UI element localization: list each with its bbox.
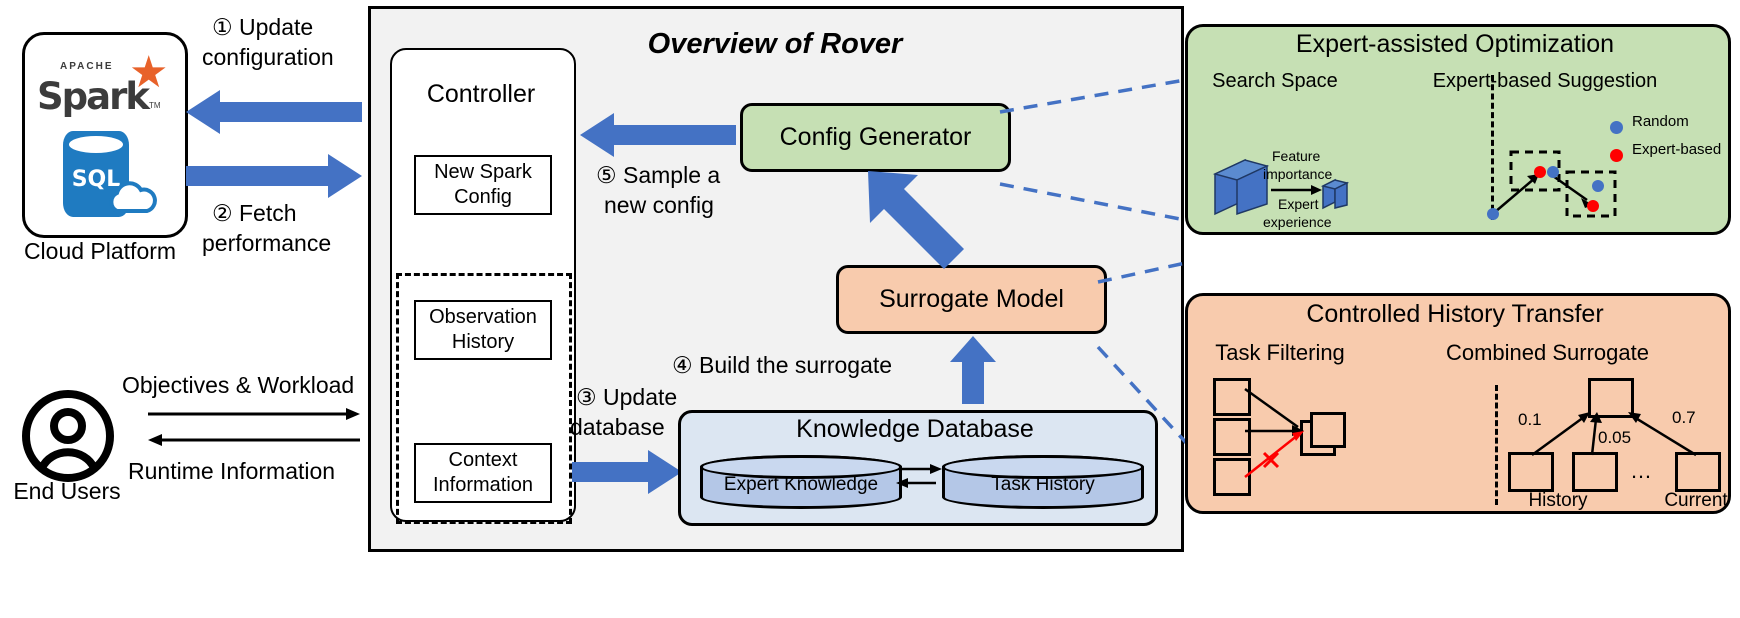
step3-arrow [572, 450, 682, 494]
cloud-platform-caption: Cloud Platform [23, 238, 177, 264]
cloud-icon [109, 181, 157, 213]
expert-knowledge-label: Expert Knowledge [723, 474, 879, 495]
edge-weight-2: 0.05 [1598, 428, 1632, 447]
step1-label-line2: configuration [202, 44, 334, 70]
edge-weight-1: 0.1 [1518, 410, 1542, 429]
legend-random-dot-icon [1610, 121, 1623, 134]
task-box-1 [1213, 378, 1251, 416]
step3-label-line1: ③ Update [576, 384, 678, 410]
connector-surrogate-to-history-panel [1096, 260, 1192, 449]
controller-dashed-region [396, 273, 572, 524]
runtime-information-label: Runtime Information [128, 458, 336, 484]
task-history-cylinder: Task History [942, 455, 1144, 509]
current-bottom-label: Current [1664, 490, 1728, 511]
surrogate-root-box [1588, 378, 1634, 418]
legend-expert-dot-icon [1610, 149, 1623, 162]
context-information-box: Context Information [414, 443, 552, 503]
task-history-label: Task History [991, 474, 1095, 495]
search-space-subtitle: Search Space [1212, 70, 1338, 92]
sql-label: SQL [71, 167, 121, 192]
spark-wordmark: Spark [37, 75, 150, 118]
step4-arrow [950, 336, 996, 404]
legend-random-label: Random [1632, 113, 1689, 130]
feature-importance-line2: importance [1263, 166, 1333, 182]
context-information-line1: Context [448, 449, 518, 471]
cloud-platform-card: APACHE Spark ★ TM SQL [22, 32, 188, 238]
kdb-bidirectional-arrows [896, 464, 942, 488]
expert-panel-divider [1491, 75, 1494, 220]
surrogate-ellipsis: … [1630, 458, 1652, 483]
task-filtering-subtitle: Task Filtering [1215, 340, 1345, 365]
surrogate-tree-edges [1531, 412, 1697, 457]
step1-label-line1: ① Update [212, 14, 314, 40]
apache-spark-logo: APACHE Spark ★ TM [37, 48, 173, 125]
task-history-cylinder-top [942, 455, 1144, 479]
expert-suggestion-subtitle: Expert-based Suggestion [1432, 70, 1658, 92]
step5-arrow [580, 113, 736, 157]
runtime-info-arrow [148, 434, 360, 446]
task-filtering-arrows [1244, 387, 1304, 478]
controlled-history-transfer-panel [1185, 293, 1731, 514]
expert-assisted-optimization-panel [1185, 24, 1731, 235]
legend-expert-label: Expert-based [1632, 141, 1722, 158]
history-bottom-label: History [1528, 490, 1588, 511]
expert-experience-line2: experience [1263, 214, 1332, 230]
expert-experience-line1: Expert [1278, 196, 1319, 212]
new-spark-config-line1: New Spark [434, 161, 532, 183]
expert-suggestion-scatter [1487, 150, 1617, 220]
surrogate-to-config-arrow [868, 171, 964, 269]
surrogate-model-box: Surrogate Model [836, 265, 1107, 334]
step3-label-line2: database [570, 414, 665, 440]
objectives-arrow [148, 408, 360, 420]
surrogate-leaf-box-1 [1508, 452, 1554, 492]
step2-label-line1: ② Fetch [212, 200, 297, 226]
task-box-2 [1213, 418, 1251, 456]
observation-history-box: Observation History [414, 300, 552, 360]
surrogate-leaf-box-3 [1675, 452, 1721, 492]
step5-label-line2: new config [604, 192, 714, 218]
controller-title: Controller [426, 80, 536, 108]
task-box-3 [1213, 458, 1251, 496]
edge-weight-3: 0.7 [1672, 408, 1696, 427]
step1-arrow-left [186, 90, 362, 134]
feature-importance-line1: Feature [1272, 148, 1321, 164]
observation-history-line2: History [451, 331, 515, 353]
end-users-caption: End Users [13, 478, 121, 504]
expert-knowledge-cylinder: Expert Knowledge [700, 455, 902, 509]
history-panel-title: Controlled History Transfer [1306, 300, 1604, 328]
new-spark-config-line2: Config [454, 186, 512, 208]
connector-config-to-expert-panel [999, 78, 1186, 222]
step2-label-line2: performance [202, 230, 332, 256]
context-information-line2: Information [432, 474, 534, 496]
config-generator-box: Config Generator [740, 103, 1011, 172]
task-target-box-front [1310, 412, 1346, 448]
step5-label-line1: ⑤ Sample a [596, 162, 721, 188]
combined-surrogate-subtitle: Combined Surrogate [1445, 340, 1649, 365]
rover-title: Overview of Rover [647, 28, 903, 60]
expert-knowledge-cylinder-top [700, 455, 902, 479]
surrogate-leaf-box-2 [1572, 452, 1618, 492]
knowledge-database-title: Knowledge Database [796, 415, 1034, 443]
end-user-avatar-icon [22, 390, 114, 482]
observation-history-line1: Observation [429, 306, 537, 328]
history-panel-divider [1495, 385, 1498, 505]
spark-star-icon: ★ [129, 48, 169, 97]
step2-arrow-right [186, 154, 362, 198]
new-spark-config-box: New Spark Config [414, 155, 552, 215]
step4-label: ④ Build the surrogate [672, 352, 893, 378]
spark-tm-label: TM [149, 101, 161, 110]
expert-panel-title: Expert-assisted Optimization [1295, 30, 1615, 58]
search-space-cubes [1212, 158, 1350, 216]
spark-apache-label: APACHE [60, 61, 114, 72]
objectives-workload-label: Objectives & Workload [122, 372, 355, 398]
